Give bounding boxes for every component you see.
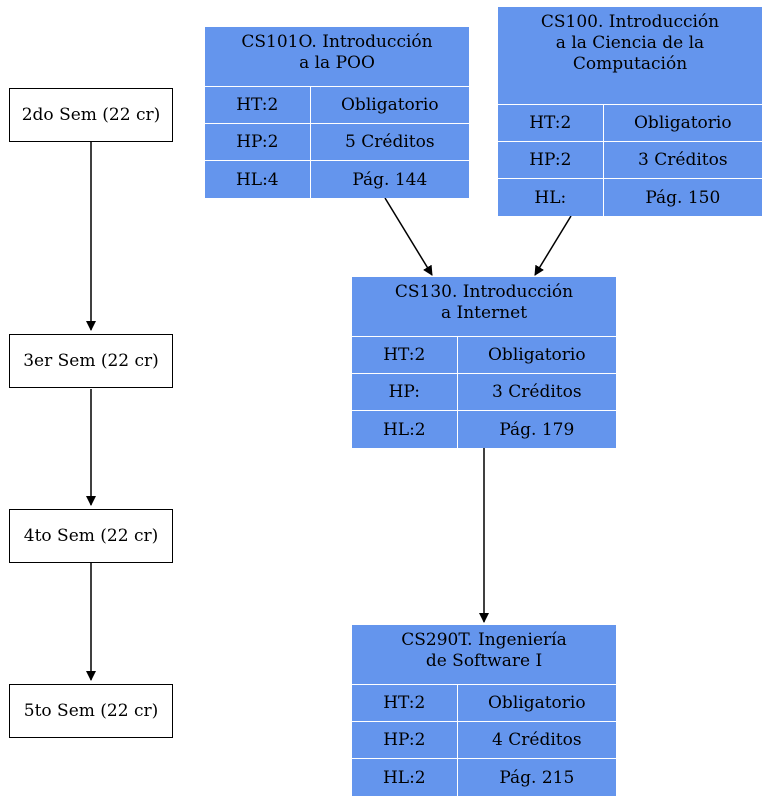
- course-credits: 4 Créditos: [457, 722, 616, 759]
- edge-cs101o-cs130: [384, 197, 433, 276]
- course-type: Obligatorio: [603, 105, 762, 142]
- course-hl: HL:2: [352, 759, 458, 796]
- semester-label: 2do Sem (22 cr): [21, 105, 161, 125]
- course-ht: HT:2: [352, 337, 458, 374]
- course-type: Obligatorio: [310, 87, 469, 124]
- course-hp: HP:2: [205, 124, 311, 161]
- semester-node-3er: 3er Sem (22 cr): [9, 334, 173, 388]
- course-page: Pág. 179: [499, 419, 575, 440]
- course-page: Pág. 215: [499, 767, 575, 788]
- course-node-cs130: CS130. Introducción a Internet HT:2 Obli…: [352, 277, 616, 448]
- edge-cs100-cs130: [534, 215, 572, 276]
- course-hp: HP:: [352, 374, 458, 411]
- course-credits: 3 Créditos: [457, 374, 616, 411]
- course-details: HT:2 Obligatorio HP: 3 Créditos HL:2 Pág…: [352, 336, 616, 448]
- course-node-cs100: CS100. Introducción a la Ciencia de la C…: [498, 7, 762, 216]
- course-credits: 3 Créditos: [603, 142, 762, 179]
- course-page: Pág. 144: [352, 169, 428, 190]
- course-ht: HT:2: [352, 685, 458, 722]
- course-credits: 5 Créditos: [310, 124, 469, 161]
- course-details: HT:2 Obligatorio HP:2 5 Créditos HL:4 Pá…: [205, 86, 469, 198]
- course-hl: HL:2: [352, 411, 458, 448]
- course-node-cs290t: CS290T. Ingeniería de Software I HT:2 Ob…: [352, 625, 616, 796]
- course-ht: HT:2: [205, 87, 311, 124]
- course-details: HT:2 Obligatorio HP:2 3 Créditos HL: Pág…: [498, 104, 762, 216]
- course-hp: HP:2: [498, 142, 604, 179]
- semester-label: 5to Sem (22 cr): [23, 701, 159, 721]
- course-node-cs101o: CS101O. Introducción a la POO HT:2 Oblig…: [205, 27, 469, 198]
- semester-label: 4to Sem (22 cr): [23, 526, 159, 546]
- semester-node-5to: 5to Sem (22 cr): [9, 684, 173, 738]
- course-page: Pág. 150: [645, 187, 721, 208]
- course-type: Obligatorio: [457, 337, 616, 374]
- course-details: HT:2 Obligatorio HP:2 4 Créditos HL:2 Pá…: [352, 684, 616, 796]
- course-hl: HL:4: [205, 161, 311, 198]
- course-hl: HL:: [498, 179, 604, 216]
- course-ht: HT:2: [498, 105, 604, 142]
- semester-node-4to: 4to Sem (22 cr): [9, 509, 173, 563]
- semester-label: 3er Sem (22 cr): [23, 351, 159, 371]
- course-type: Obligatorio: [457, 685, 616, 722]
- course-title: CS130. Introducción a Internet: [394, 282, 574, 323]
- course-title: CS100. Introducción a la Ciencia de la C…: [540, 12, 720, 74]
- course-hp: HP:2: [352, 722, 458, 759]
- course-title: CS290T. Ingeniería de Software I: [401, 630, 567, 671]
- semester-node-2do: 2do Sem (22 cr): [9, 88, 173, 142]
- course-title: CS101O. Introducción a la POO: [241, 32, 433, 73]
